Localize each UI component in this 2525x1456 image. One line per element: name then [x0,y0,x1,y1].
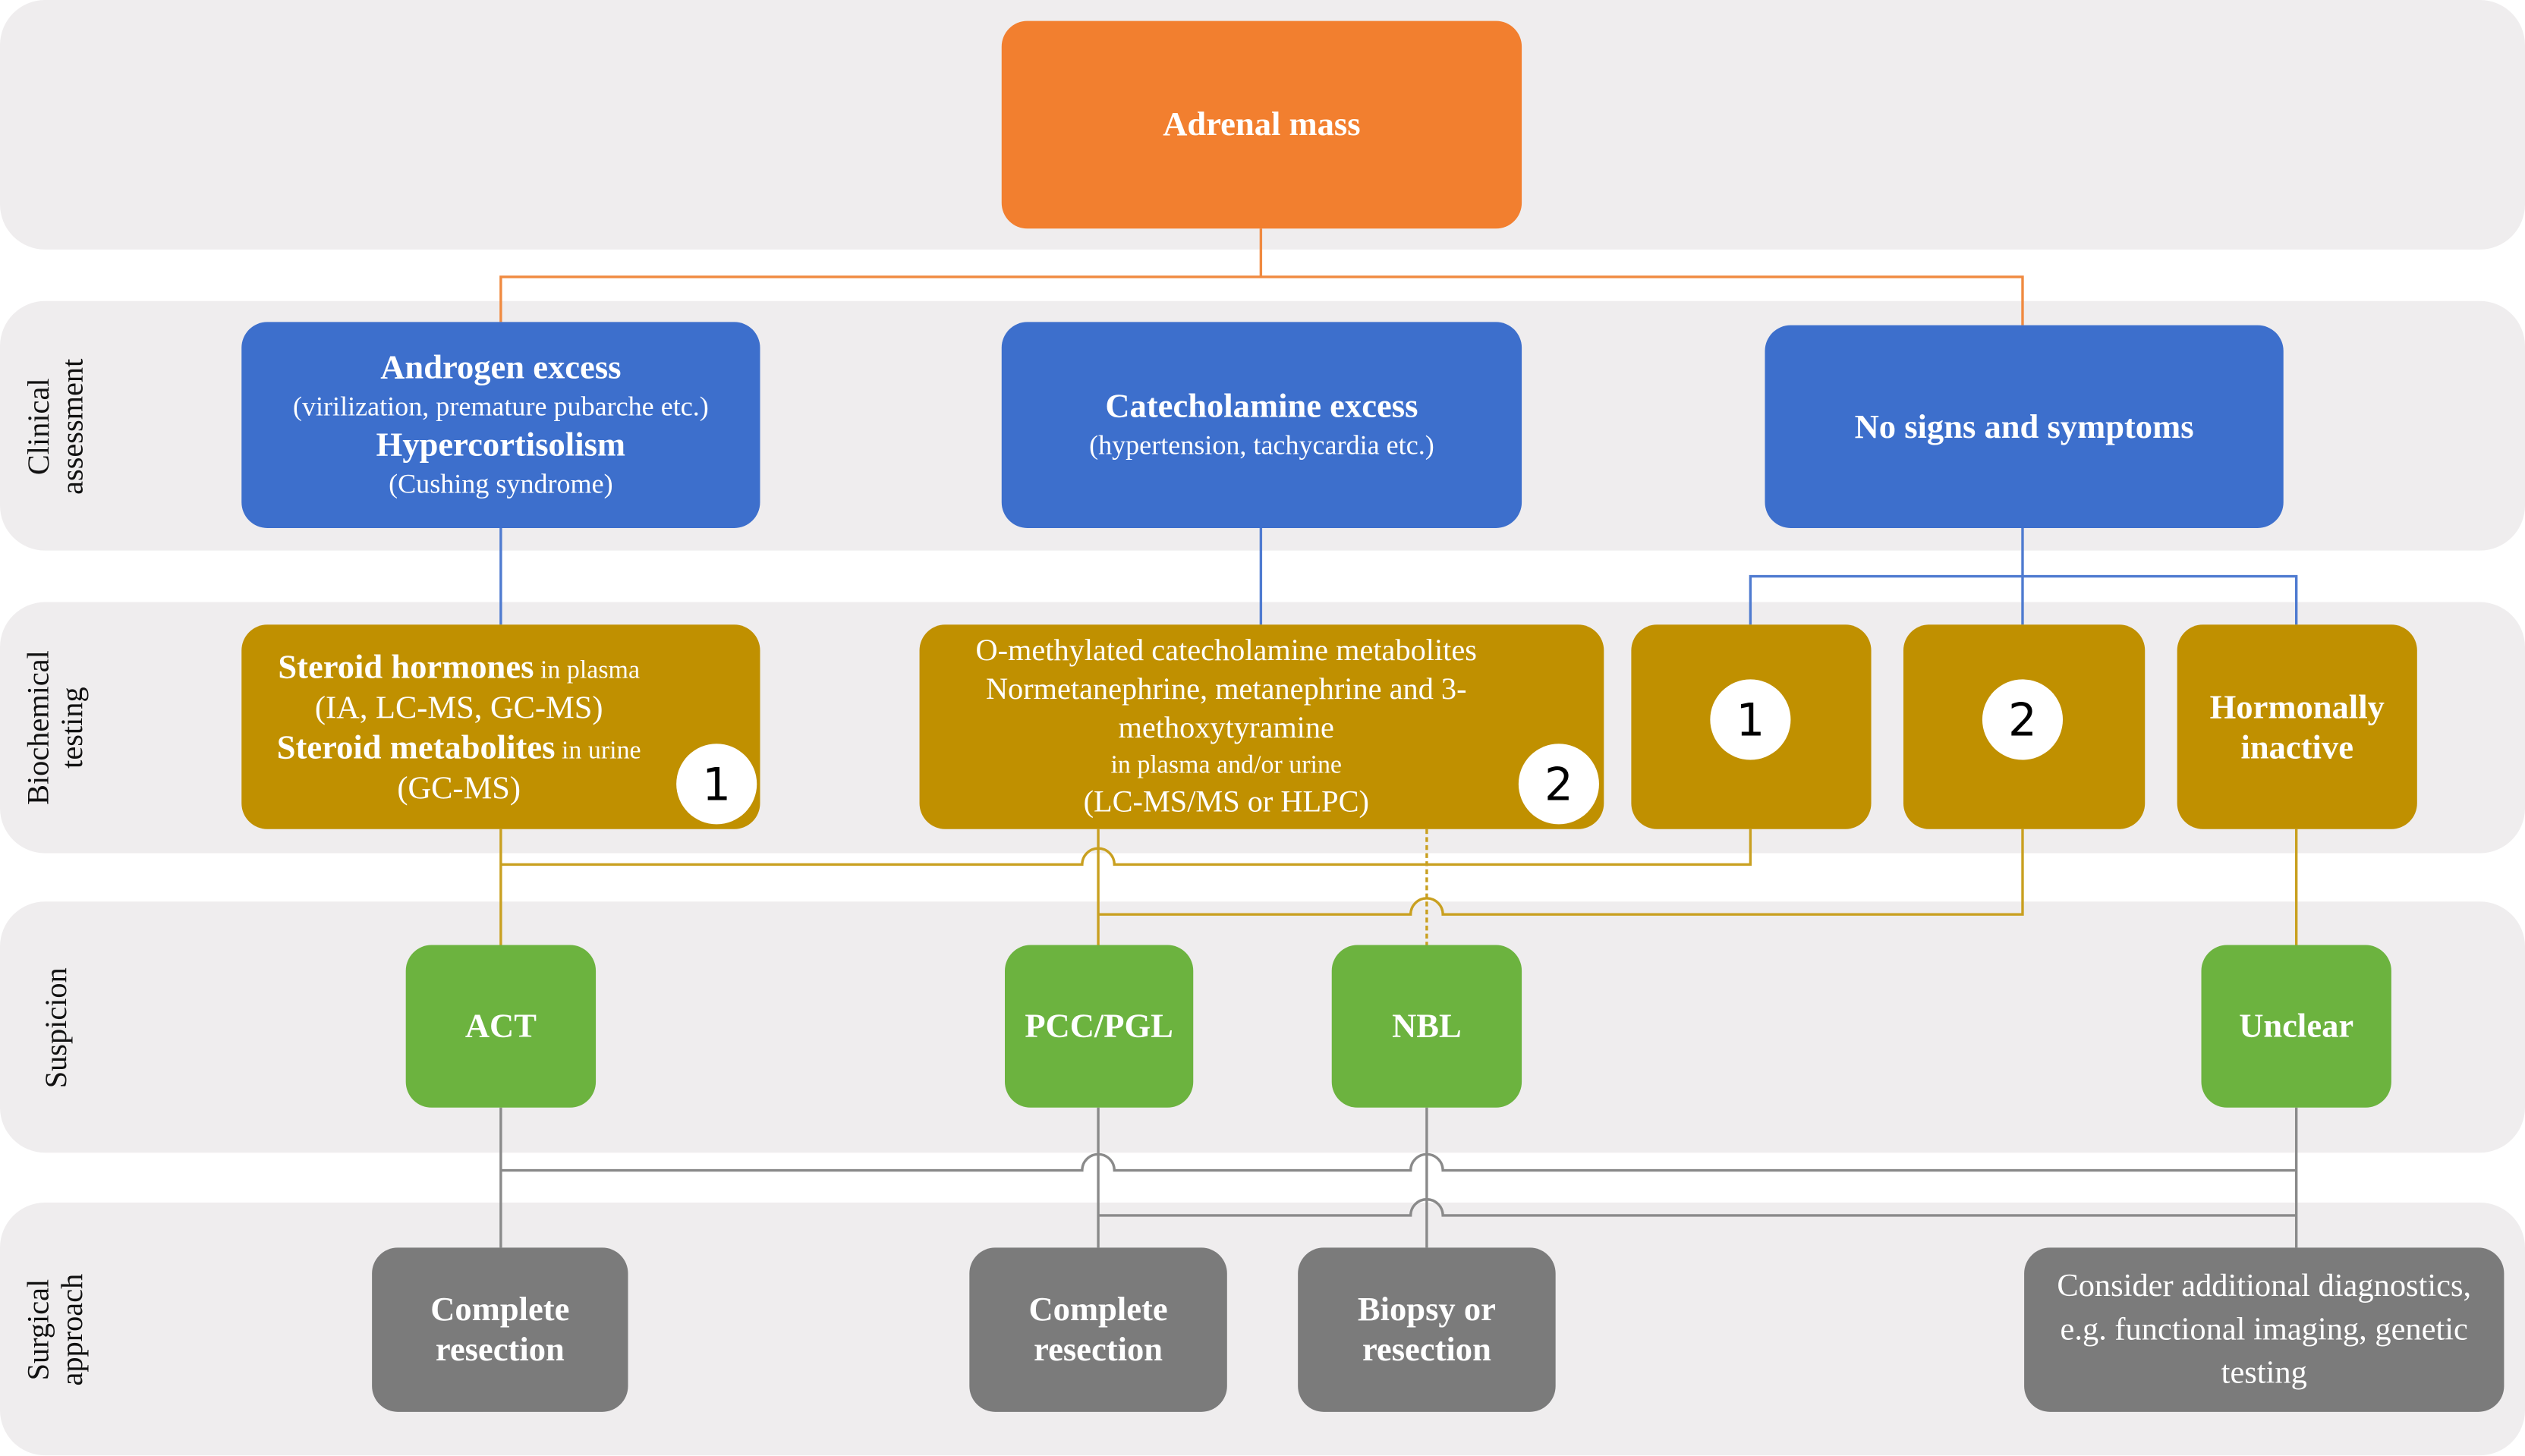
node-label: ACT [464,1006,537,1046]
suspicion-unclear: Unclear [2201,945,2391,1108]
ref-badge-2: 2 [1518,744,1599,825]
node-subtitle: in urine [555,736,641,764]
blue-connectors [499,527,2298,625]
node-label: PCC/PGL [1025,1006,1173,1046]
node-text: methoxytyramine [1118,710,1334,745]
node-label: Complete resection [430,1289,570,1369]
node-label: Unclear [2239,1006,2354,1046]
node-text: O-methylated catecholamine metabolites [975,633,1477,668]
steroid-testing-node: Steroid hormones in plasma (IA, LC-MS, G… [241,624,760,829]
node-text: in plasma and/or urine [1110,750,1342,778]
no-symptoms-node: No signs and symptoms [1765,325,2284,528]
suspicion-pcc-pgl: PCC/PGL [1005,945,1194,1108]
node-label: Complete resection [1028,1289,1168,1369]
node-title: Steroid metabolites [276,726,556,766]
node-title: Hypercortisolism [376,425,626,464]
surgical-biopsy-or-resection: Biopsy or resection [1298,1247,1556,1412]
node-title: No signs and symptoms [1854,406,2194,445]
gold-connectors [499,829,2298,945]
suspicion-act: ACT [405,945,597,1108]
node-subtitle: (GC-MS) [397,770,521,806]
surgical-complete-resection-pcc: Complete resection [969,1247,1227,1412]
surgical-complete-resection-act: Complete resection [372,1247,628,1412]
node-subtitle: (hypertension, tachycardia etc.) [1089,429,1434,461]
ref-badge-2: 2 [1982,679,2064,760]
node-text: (LC-MS/MS or HLPC) [1083,785,1369,819]
node-label: Adrenal mass [1163,104,1361,143]
node-subtitle: (IA, LC-MS, GC-MS) [314,690,603,725]
suspicion-nbl: NBL [1331,945,1522,1108]
adrenal-mass-node: Adrenal mass [1001,20,1522,229]
surgical-additional-diagnostics: Consider additional diagnostics, e.g. fu… [2024,1247,2505,1412]
node-subtitle: in plasma [534,656,641,684]
node-title: Steroid hormones [278,646,534,685]
node-label: Biopsy or resection [1357,1289,1496,1369]
gray-connectors [499,1107,2298,1248]
orange-connectors [499,228,2024,325]
ref-badge-1: 1 [1710,679,1791,760]
node-text: Normetanephrine, metanephrine and 3- [985,671,1467,706]
catecholamine-excess-node: Catecholamine excess (hypertension, tach… [1001,322,1522,528]
node-subtitle: (virilization, premature pubarche etc.) [292,391,709,422]
androgen-hypercortisolism-node: Androgen excess (virilization, premature… [241,322,760,528]
hormonally-inactive-node: Hormonally inactive [2177,624,2417,829]
node-title: Hormonally inactive [2209,686,2385,766]
catecholamine-metabolites-node: O-methylated catecholamine metabolites N… [919,624,1604,829]
node-subtitle: (Cushing syndrome) [389,468,613,499]
node-title: Catecholamine excess [1105,386,1418,426]
node-label: NBL [1392,1006,1462,1046]
node-title: Androgen excess [380,347,622,387]
node-label: Consider additional diagnostics, e.g. fu… [2057,1267,2472,1391]
ref-badge-1: 1 [676,744,757,825]
